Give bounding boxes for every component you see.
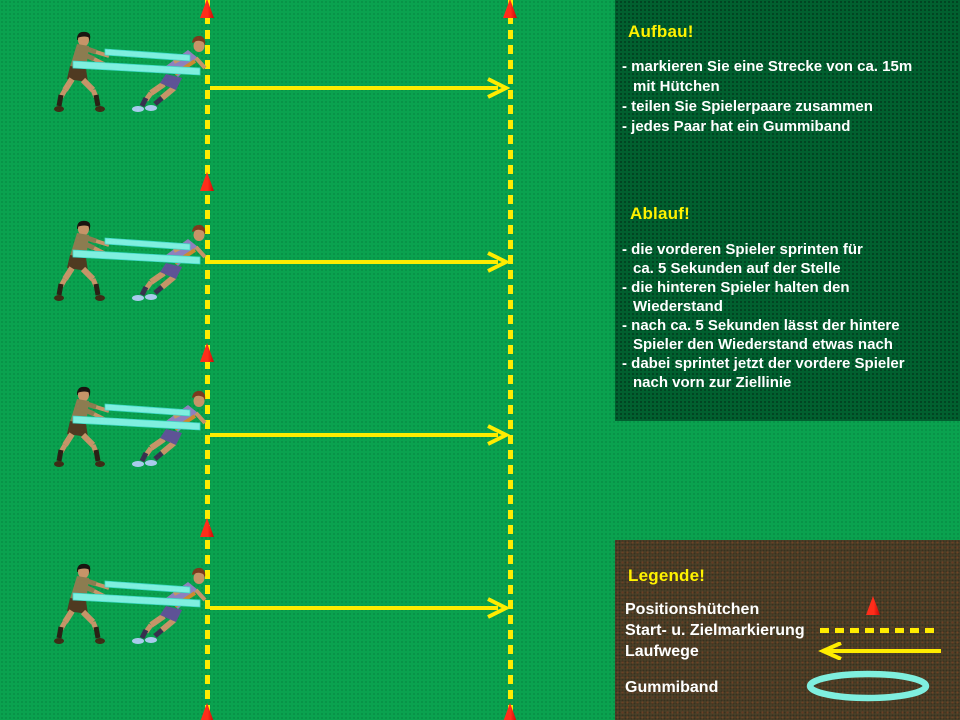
ablauf-line-8: nach vorn zur Ziellinie [633,374,792,391]
band-loop-icon [806,670,930,702]
player-pair [52,385,212,470]
aufbau-line-4: - jedes Paar hat ein Gummiband [622,118,851,135]
cone-icon [503,703,517,720]
run-arrow [210,597,510,619]
ablauf-line-6: Spieler den Wiederstand etwas nach [633,336,893,353]
ablauf-line-3: - die hinteren Spieler halten den [622,279,850,296]
aufbau-line-2: mit Hütchen [633,78,720,95]
arrow-left-icon [818,642,941,660]
cone-icon [200,518,214,537]
ablauf-line-2: ca. 5 Sekunden auf der Stelle [633,260,841,277]
aufbau-line-3: - teilen Sie Spielerpaare zusammen [622,98,873,115]
aufbau-title: Aufbau! [628,22,694,41]
legend-label-rubber-band: Gummiband [625,679,719,696]
legend-label-cones: Positionshütchen [625,601,760,618]
player-pair [52,219,212,304]
ablauf-title: Ablauf! [630,204,690,223]
legend-title: Legende! [628,566,706,585]
cone-icon [200,703,214,720]
run-arrow [210,77,510,99]
info-panel: Aufbau! - markieren Sie eine Strecke von… [615,0,960,421]
ablauf-line-1: - die vorderen Spieler sprinten für [622,241,863,258]
cone-icon [200,343,214,362]
player-pair [52,30,212,115]
legend-label-run-paths: Laufwege [625,643,699,660]
ablauf-text: - die vorderen Spieler sprinten für ca. … [622,240,954,392]
legend-label-start-finish: Start- u. Zielmarkierung [625,622,805,639]
finish-line [508,0,513,720]
cone-icon [200,0,214,18]
run-arrow [210,251,510,273]
cone-icon [503,0,517,18]
aufbau-line-1: - markieren Sie eine Strecke von ca. 15m [622,58,913,75]
ablauf-line-4: Wiederstand [633,298,723,315]
ablauf-line-7: - dabei sprintet jetzt der vordere Spiel… [622,355,905,372]
aufbau-text: - markieren Sie eine Strecke von ca. 15m… [622,57,954,137]
run-arrow [210,424,510,446]
player-pair [52,562,212,647]
ablauf-line-5: - nach ca. 5 Sekunden lässt der hintere [622,317,900,334]
dashed-line-icon [820,628,940,633]
cone-icon [866,596,880,615]
legend-panel: Legende! Positionshütchen Start- u. Ziel… [615,540,960,720]
cone-icon [200,172,214,191]
